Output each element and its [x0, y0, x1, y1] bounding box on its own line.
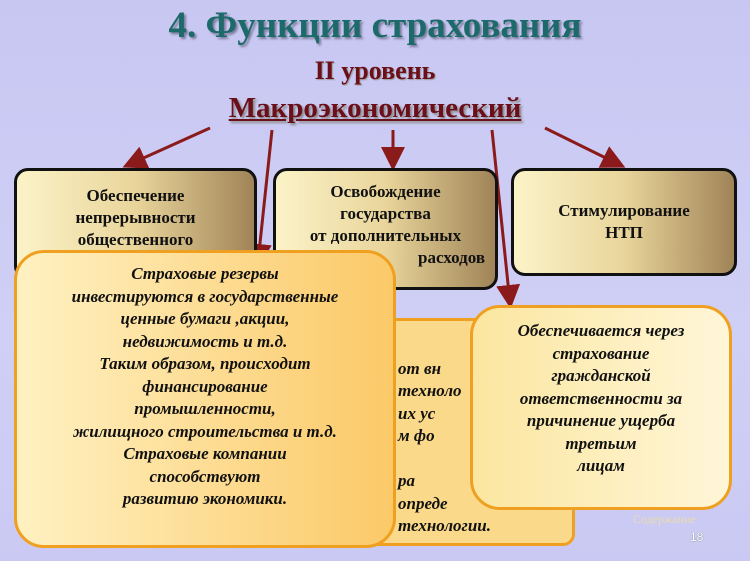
- box-line: общественного: [77, 230, 194, 249]
- slide-title: 4. Функции страхования: [168, 5, 582, 46]
- box-line: непрерывности: [75, 208, 196, 227]
- text-line: финансирование: [142, 376, 268, 396]
- text-line: Страховые компании: [123, 444, 287, 463]
- text-line: инвестируются в государственные: [71, 286, 339, 306]
- text-line: страхование: [552, 343, 650, 363]
- text-line: лицам: [577, 456, 625, 475]
- text-line: Страховые резервы: [131, 264, 279, 283]
- text-line: Таким образом, происходит: [99, 354, 311, 373]
- box-line: Обеспечение: [86, 186, 185, 205]
- text-line: развитию экономики.: [122, 489, 288, 508]
- text-line: причинение ущерба: [526, 411, 676, 430]
- text-line: их ус: [398, 403, 436, 423]
- level-heading: II уровень: [314, 56, 436, 85]
- subtitle: Макроэкономический: [228, 92, 522, 124]
- box-line: государства: [340, 204, 431, 223]
- text-line: недвижимость и т.д.: [122, 331, 288, 351]
- text-line: техноло: [398, 381, 462, 400]
- text-line: от вн: [398, 358, 442, 378]
- text-line: способствуют: [149, 466, 261, 486]
- arrow: [490, 129, 521, 309]
- arrow: [122, 126, 211, 169]
- text-line: ценные бумаги ,акции,: [120, 309, 290, 328]
- text-line: Обеспечивается через: [517, 321, 685, 340]
- box-line: от дополнительных: [309, 226, 462, 245]
- contents-link[interactable]: Содержание: [633, 512, 696, 526]
- arrow: [247, 129, 274, 268]
- text-line: гражданской: [551, 366, 651, 385]
- arrow: [544, 126, 626, 168]
- text-line: ответственности за: [519, 388, 683, 408]
- text-line: м фо: [398, 426, 435, 445]
- text-line: третьим: [565, 433, 637, 453]
- left-callout: Страховые резервы инвестируются в госуда…: [14, 250, 396, 548]
- text-line: технологии.: [398, 516, 491, 535]
- text-line: опреде: [398, 493, 448, 513]
- box-line: Стимулирование: [558, 201, 690, 220]
- right-callout: Обеспечивается через страхование граждан…: [470, 305, 732, 510]
- box-line: НТП: [605, 223, 643, 242]
- text-line: промышленности,: [134, 399, 276, 418]
- box-line: Освобождение: [330, 182, 441, 201]
- text-line: ра: [398, 471, 415, 490]
- box-line: расходов: [418, 248, 485, 267]
- text-line: жилищного строительства и т.д.: [73, 421, 337, 441]
- page-number: 18: [690, 530, 704, 544]
